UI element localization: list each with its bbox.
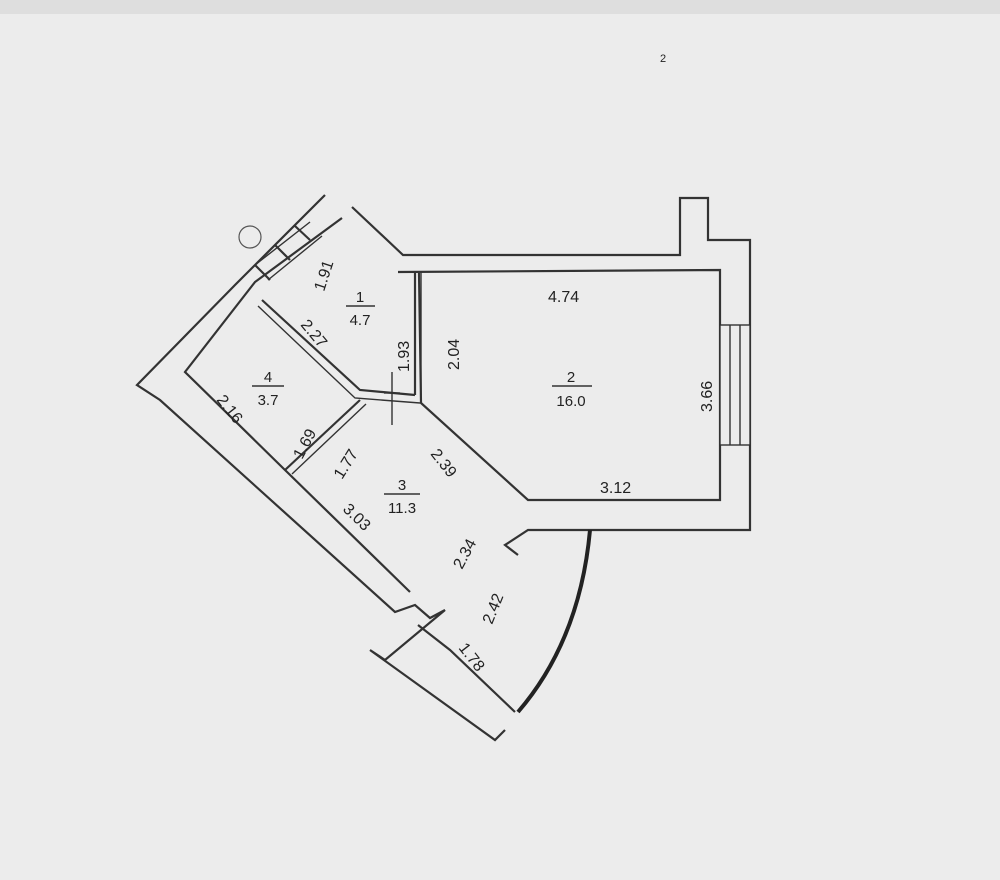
room-2-label: 2 16.0 — [552, 369, 592, 410]
room-3-area: 11.3 — [388, 500, 416, 517]
partition-1-4-inner — [257, 305, 421, 404]
room-2-area: 16.0 — [556, 393, 585, 410]
room-3-number: 3 — [398, 477, 406, 494]
corner-mark: 2 — [660, 53, 666, 65]
room-1-label: 1 4.7 — [346, 289, 375, 329]
outer-wall-left — [135, 194, 506, 742]
dim-3-12: 3.12 — [600, 480, 631, 497]
room-4-label: 4 3.7 — [252, 369, 284, 409]
inner-wall-bottom — [417, 624, 516, 713]
room-2-number: 2 — [567, 369, 575, 386]
partition-4-3-inner — [291, 403, 367, 475]
partition-4-3 — [284, 399, 361, 471]
curved-balcony-wall — [516, 529, 592, 714]
entrance-vestibule — [238, 221, 323, 281]
dim-1-93: 1.93 — [396, 341, 413, 372]
dim-4-74: 4.74 — [548, 289, 579, 306]
room-3-label: 3 11.3 — [384, 477, 420, 517]
dim-3-66: 3.66 — [699, 381, 716, 412]
room-1-area: 4.7 — [350, 312, 371, 329]
inner-wall-left — [183, 217, 411, 593]
room-1-number: 1 — [356, 289, 364, 306]
door-marker — [384, 372, 400, 425]
paper-top-edge — [0, 0, 1000, 14]
room-4-number: 4 — [264, 369, 272, 386]
outer-wall-top-right — [351, 196, 752, 556]
room-4-area: 3.7 — [258, 392, 279, 409]
dim-2-04: 2.04 — [446, 339, 463, 370]
window-right — [719, 324, 751, 446]
